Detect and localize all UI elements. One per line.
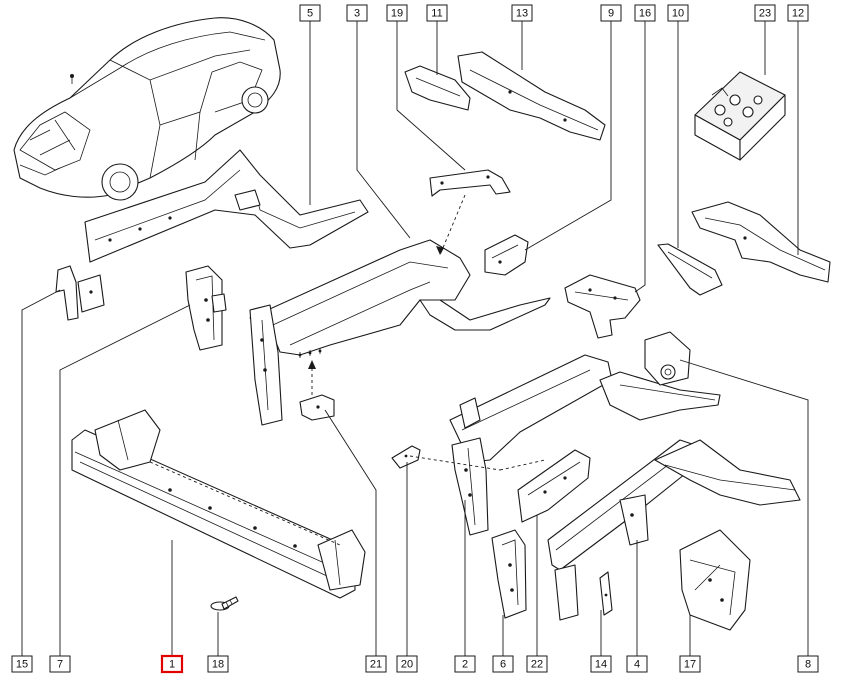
callout-box [626,655,648,673]
callout-number: 16 [639,8,651,20]
callout-number: 8 [805,659,811,671]
part-18-bolt [210,596,239,611]
callout-number: 17 [684,659,696,671]
callout-box [511,4,533,22]
callout-number: 21 [370,659,382,671]
callout-number: 22 [531,659,543,671]
part-10-bracket [657,243,723,296]
callout-box [299,4,321,22]
leader-lines [21,20,809,656]
callout-number: 18 [212,659,224,671]
part-1-bumper-beam [71,409,366,599]
callout-20: 20 [396,655,418,673]
callout-box [365,655,387,673]
callout-number: 5 [307,8,313,20]
callout-box [754,4,776,22]
callout-23: 23 [754,4,776,22]
part-3-side-member [249,239,551,426]
callout-number: 11 [431,8,442,20]
callout-box [797,655,819,673]
part-12-upper-rail [691,201,831,283]
callout-box [11,655,33,673]
callout-number: 1 [169,659,175,671]
callout-number: 19 [391,8,403,20]
part-6-bracket [491,529,527,619]
callout-15: 15 [11,655,33,673]
assembly-arrows [308,246,444,369]
callout-box [590,655,612,673]
callout-8: 8 [797,655,819,673]
callout-number: 13 [516,8,528,20]
part-17-gusset-plate [679,529,751,631]
part-2-side-member [449,354,613,536]
callout-number: 9 [608,8,614,20]
callout-box [49,655,71,673]
callout-labels: 5 3 19 11 13 9 16 10 23 12 15 7 1 18 21 20 2 6 22 14 4 17 8 [11,4,819,674]
callout-7: 7 [49,655,71,673]
part-23-fastener-kit [694,71,786,161]
part-19-bracket [429,169,511,197]
callout-21: 21 [365,655,387,673]
callout-2: 2 [454,655,476,673]
callout-number: 20 [401,659,413,671]
callout-10: 10 [667,4,689,22]
callout-9: 9 [600,4,622,22]
part-14-strip [599,571,613,616]
callout-number: 4 [634,659,640,671]
callout-1: 1 [160,654,184,674]
callout-18: 18 [207,655,229,673]
part-9-gusset [484,234,529,276]
callout-number: 15 [16,659,28,671]
callout-box [346,4,368,22]
callout-box [526,655,548,673]
part-7-bracket [185,265,227,351]
callout-14: 14 [590,655,612,673]
callout-box [454,655,476,673]
callout-box [160,654,184,674]
callout-number: 12 [792,8,804,20]
callout-11: 11 [426,4,448,22]
callout-number: 6 [500,659,506,671]
part-22-reinforcement [517,449,591,523]
callout-number: 3 [354,8,360,20]
callout-box [492,655,514,673]
callout-box [396,655,418,673]
part-13-upper-rail [457,51,606,141]
callout-17: 17 [679,655,701,673]
callout-6: 6 [492,655,514,673]
callout-box [426,4,448,22]
callout-number: 2 [462,659,468,671]
callout-number: 7 [57,659,63,671]
callout-5: 5 [299,4,321,22]
part-21-clip [299,394,335,421]
callout-3: 3 [346,4,368,22]
callout-box [667,4,689,22]
part-15-bracket [55,265,105,321]
callout-19: 19 [386,4,408,22]
callout-22: 22 [526,655,548,673]
part-11-bracket [404,65,471,111]
callout-box [386,4,408,22]
part-16-bracket [564,274,641,339]
callout-box [207,655,229,673]
vehicle-overview [13,17,281,201]
callout-12: 12 [787,4,809,22]
callout-number: 23 [759,8,771,20]
callout-4: 4 [626,655,648,673]
callout-box [787,4,809,22]
callout-box [634,4,656,22]
callout-box [679,655,701,673]
part-5-front-apron [84,149,369,263]
callout-box [600,4,622,22]
part-20-plate [391,445,421,469]
part-4-lower-member [547,439,801,621]
callout-13: 13 [511,4,533,22]
callout-number: 14 [595,659,607,671]
callout-16: 16 [634,4,656,22]
part-8-rear-member [599,331,721,421]
callout-number: 10 [672,8,684,20]
